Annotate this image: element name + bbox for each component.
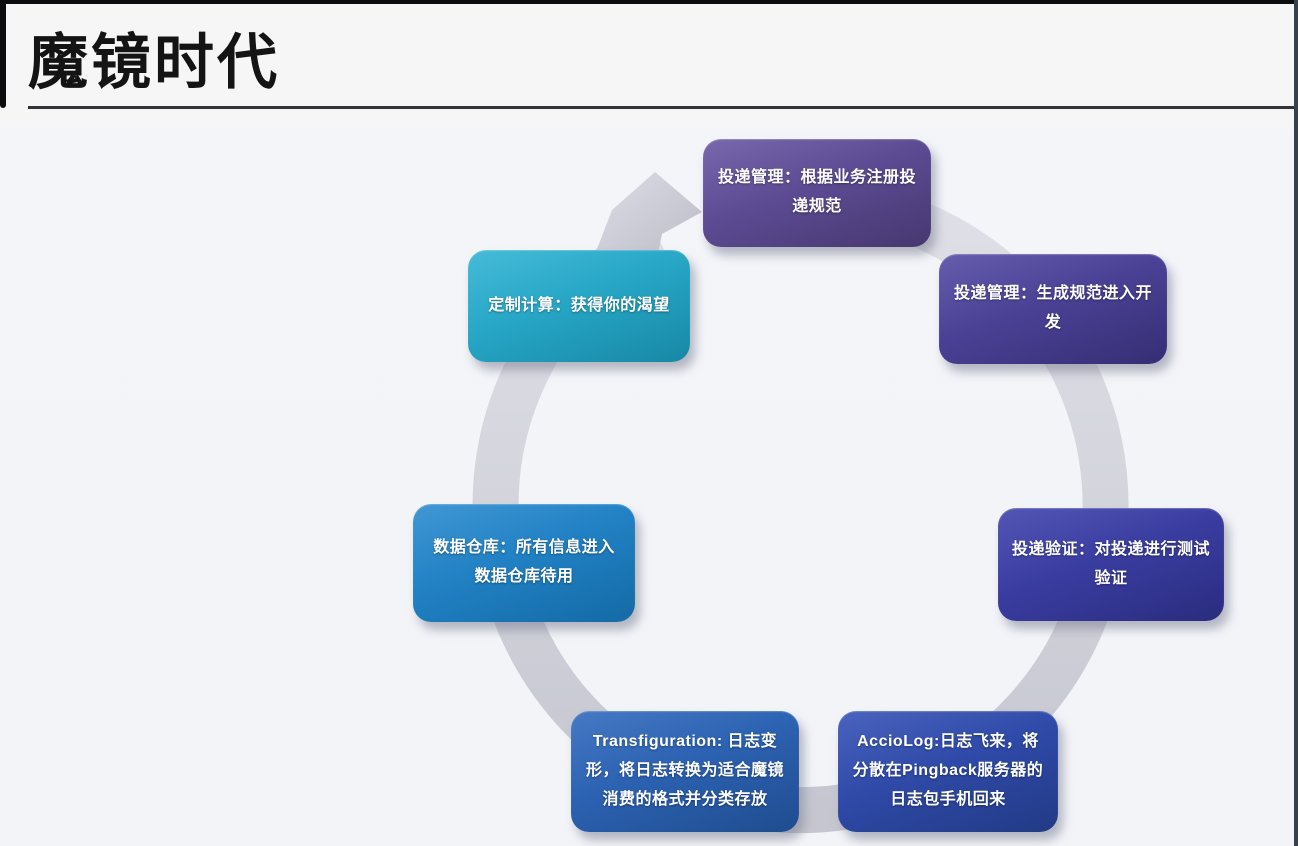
cycle-node-label: 投递管理：生成规范进入开发: [953, 285, 1152, 331]
title-divider: [28, 106, 1294, 109]
cycle-node-data-warehouse: 数据仓库：所有信息进入数据仓库待用: [413, 504, 635, 622]
frame-edge-top: [0, 0, 1298, 4]
cycle-node-custom-compute: 定制计算：获得你的渴望: [468, 250, 690, 362]
page-title: 魔镜时代: [28, 29, 280, 96]
cycle-arrowhead-icon: [592, 172, 702, 268]
slide-header: 魔镜时代: [0, 0, 1298, 126]
cycle-node-label: 投递验证：对投递进行测试验证: [1012, 540, 1211, 587]
cycle-node-label: AccioLog:日志飞来，将分散在Pingback服务器的日志包手机回来: [852, 733, 1044, 808]
frame-edge-right: [1294, 0, 1298, 846]
cycle-node-delivery-spec-dev: 投递管理：生成规范进入开发: [939, 254, 1167, 364]
cycle-node-label: 数据仓库：所有信息进入数据仓库待用: [433, 539, 615, 585]
frame-edge-left: [0, 0, 6, 108]
cycle-node-delivery-register: 投递管理：根据业务注册投递规范: [703, 139, 931, 247]
cycle-node-label: Transfiguration: 日志变形，将日志转换为适合魔镜消费的格式并分类…: [585, 733, 784, 808]
cycle-node-transfiguration: Transfiguration: 日志变形，将日志转换为适合魔镜消费的格式并分类…: [571, 711, 799, 832]
cycle-node-delivery-verify: 投递验证：对投递进行测试验证: [998, 508, 1224, 621]
cycle-node-acciolog-collect: AccioLog:日志飞来，将分散在Pingback服务器的日志包手机回来: [838, 711, 1058, 832]
cycle-node-label: 投递管理：根据业务注册投递规范: [717, 169, 916, 215]
cycle-node-label: 定制计算：获得你的渴望: [488, 296, 670, 314]
